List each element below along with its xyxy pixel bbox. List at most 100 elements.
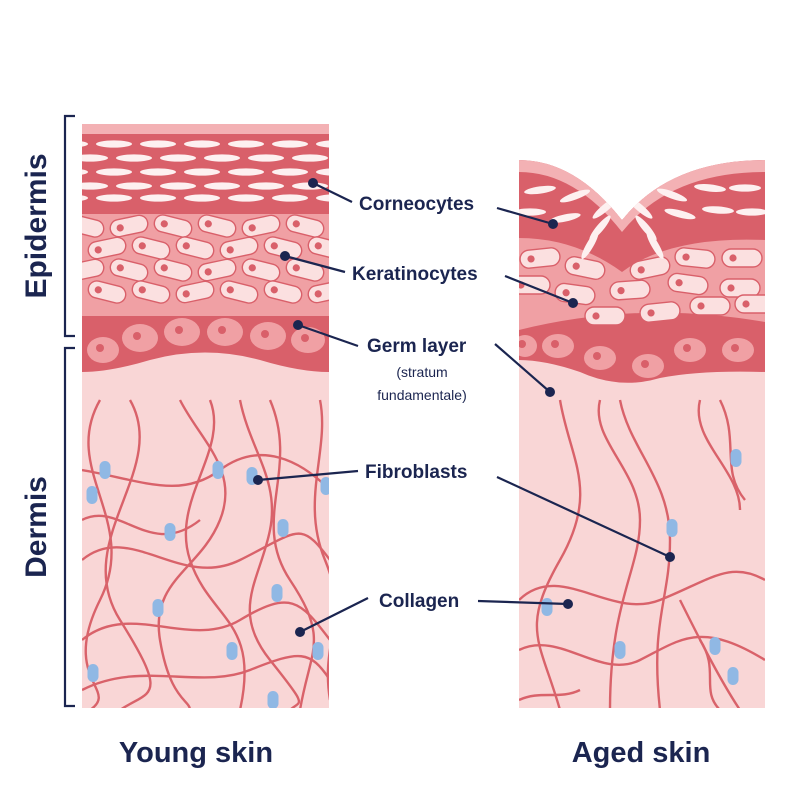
- keratinocyte-nucleus: [94, 286, 102, 294]
- keratinocyte: [719, 278, 761, 298]
- keratinocyte-nucleus: [72, 268, 81, 277]
- keratinocyte: [175, 280, 215, 304]
- corneocyte-cell: [272, 194, 308, 202]
- collagen-fiber: [519, 570, 765, 606]
- fibroblast-cell: [320, 477, 329, 495]
- keratinocyte: [609, 279, 651, 301]
- corneocyte-cell: [82, 182, 108, 190]
- keratinocyte-cell-body: [721, 248, 763, 268]
- keratinocyte: [564, 256, 606, 280]
- keratinocyte: [153, 214, 193, 238]
- leader-collagen-aged: [477, 599, 569, 606]
- keratinocyte: [263, 236, 303, 260]
- corneocyte-cell: [184, 194, 220, 202]
- young-germ-cells: [87, 318, 325, 363]
- keratinocyte: [131, 236, 171, 260]
- dermis-bracket: [63, 346, 75, 708]
- fibroblast-cell: [152, 599, 164, 617]
- keratinocyte: [639, 301, 681, 323]
- corneocyte-cell: [524, 185, 556, 195]
- germ-layer-sublabel-1: (stratum: [396, 364, 447, 380]
- leader-fibroblasts-young: [257, 469, 359, 482]
- fibroblast-cell: [99, 461, 111, 479]
- fibroblast-cell: [666, 519, 678, 537]
- keratinocyte-nucleus: [226, 286, 234, 294]
- corneocyte-cell: [116, 182, 152, 190]
- corneocyte-cell: [160, 154, 196, 162]
- epidermis-bracket: [63, 114, 75, 338]
- collagen-fiber: [618, 399, 672, 708]
- keratinocyte-cell-body: [82, 214, 105, 238]
- corneocyte-cell: [204, 182, 240, 190]
- fibroblasts-label: Fibroblasts: [365, 462, 467, 483]
- keratinocyte: [307, 236, 329, 260]
- collagen-fiber: [184, 399, 246, 708]
- fibroblast-cell: [541, 598, 553, 616]
- keratinocyte-cell-body: [82, 258, 105, 282]
- corneocyte-cell: [729, 184, 761, 192]
- keratinocyte-cell-body: [584, 306, 626, 326]
- keratinocyte-nucleus: [116, 224, 124, 232]
- keratinocyte-nucleus: [292, 264, 300, 272]
- corneocyte-cell: [581, 231, 599, 259]
- corneocyte-cell: [248, 182, 284, 190]
- collagen-fiber: [268, 399, 316, 708]
- keratinocyte-cell-body: [629, 256, 671, 280]
- germ-cell-nucleus: [261, 330, 269, 338]
- corneocyte-cell: [96, 168, 132, 176]
- keratinocyte: [519, 247, 561, 269]
- corneocyte-cell: [316, 168, 329, 176]
- dot-collagen-young: [295, 627, 305, 637]
- collagen-fiber: [519, 688, 581, 702]
- dot-keratinocytes-young: [280, 251, 290, 261]
- leader-germ-young: [297, 323, 359, 348]
- collagen-fiber: [84, 399, 113, 708]
- young-corneocyte-cells: [82, 140, 329, 202]
- dot-keratinocytes-aged: [568, 298, 578, 308]
- keratinocyte-nucleus: [617, 287, 625, 295]
- keratinocyte-nucleus: [682, 253, 690, 261]
- leader-keratinocytes-young: [284, 254, 346, 274]
- keratinocyte-nucleus: [72, 219, 81, 228]
- corneocyte-cell: [184, 168, 220, 176]
- fibroblast-cell: [730, 449, 742, 467]
- aged-collagen-fibers: [519, 399, 765, 708]
- corneocyte-cell: [549, 213, 581, 223]
- corneocyte-cell: [82, 141, 88, 147]
- keratinocyte-nucleus: [592, 312, 600, 320]
- young-keratinocyte-cells: [72, 214, 329, 304]
- keratinocyte: [87, 236, 127, 260]
- fibroblast-cell: [267, 691, 279, 708]
- corneocyte-cell: [316, 194, 329, 202]
- corneocyte-cell: [228, 194, 264, 202]
- fibroblast-cell: [727, 667, 739, 685]
- corneocyte-cell: [702, 206, 734, 214]
- dermis-label: Dermis: [20, 476, 53, 578]
- germ-cell-nucleus: [593, 352, 601, 360]
- fibroblast-cell: [312, 642, 324, 660]
- keratinocyte: [734, 294, 765, 314]
- corneocyte-cell: [160, 182, 196, 190]
- corneocyte-cell: [656, 188, 688, 202]
- keratinocyte-nucleus: [675, 279, 683, 287]
- keratinocyte-nucleus: [527, 255, 535, 263]
- keratinocyte: [87, 280, 127, 304]
- keratinocyte-nucleus: [742, 300, 750, 308]
- keratinocyte-nucleus: [94, 246, 102, 254]
- aged-germ-cells: [519, 334, 754, 378]
- collagen-fiber: [238, 399, 300, 708]
- leader-fibroblasts-aged: [496, 476, 671, 558]
- keratinocyte-cell-body: [667, 272, 709, 296]
- aged-surface-layer: [519, 160, 765, 232]
- keratinocyte-nucleus: [182, 290, 190, 298]
- germ-cell-nucleus: [731, 344, 739, 352]
- germ-cell-nucleus: [519, 340, 526, 348]
- germ-layer-label: Germ layer: [367, 336, 467, 357]
- fibroblast-cell: [614, 641, 626, 659]
- keratinocyte-nucleus: [160, 220, 168, 228]
- collagen-fiber: [82, 655, 329, 692]
- dot-collagen-aged: [563, 599, 573, 609]
- collagen-fiber: [82, 514, 201, 536]
- young-skin-title: Young skin: [119, 737, 273, 769]
